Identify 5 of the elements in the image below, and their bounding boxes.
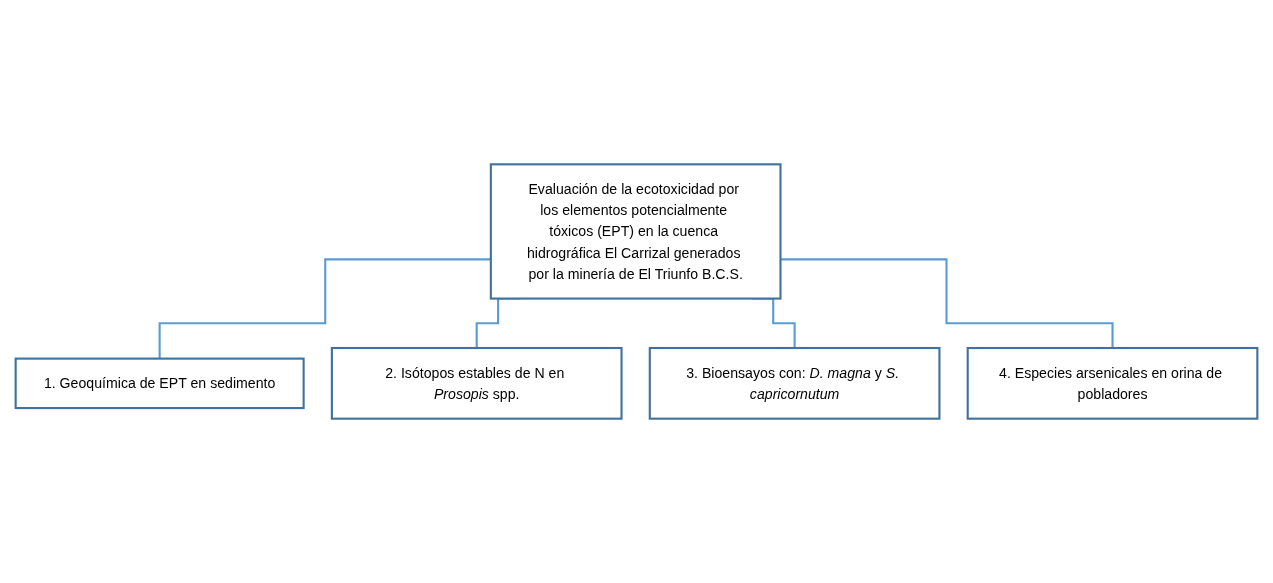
node-box: 4. Especies arsenicales en orina de pobladores (966, 346, 1259, 420)
node-box: Evaluación de la ecotoxicidad por los elementos potencialmente tóxicos (EPT) en la cuenca hidrográfica El Carrizal generados por la minería de El Triunfo B.C.S. (489, 163, 782, 300)
node-box: 2. Isótopos estables de N en Prosopis spp. (330, 346, 623, 420)
node-box: 1. Geoquímica de EPT en sedimento (14, 357, 305, 410)
node-box: 3. Bioensayos con: D. magna y S. capricornutum (648, 346, 941, 420)
